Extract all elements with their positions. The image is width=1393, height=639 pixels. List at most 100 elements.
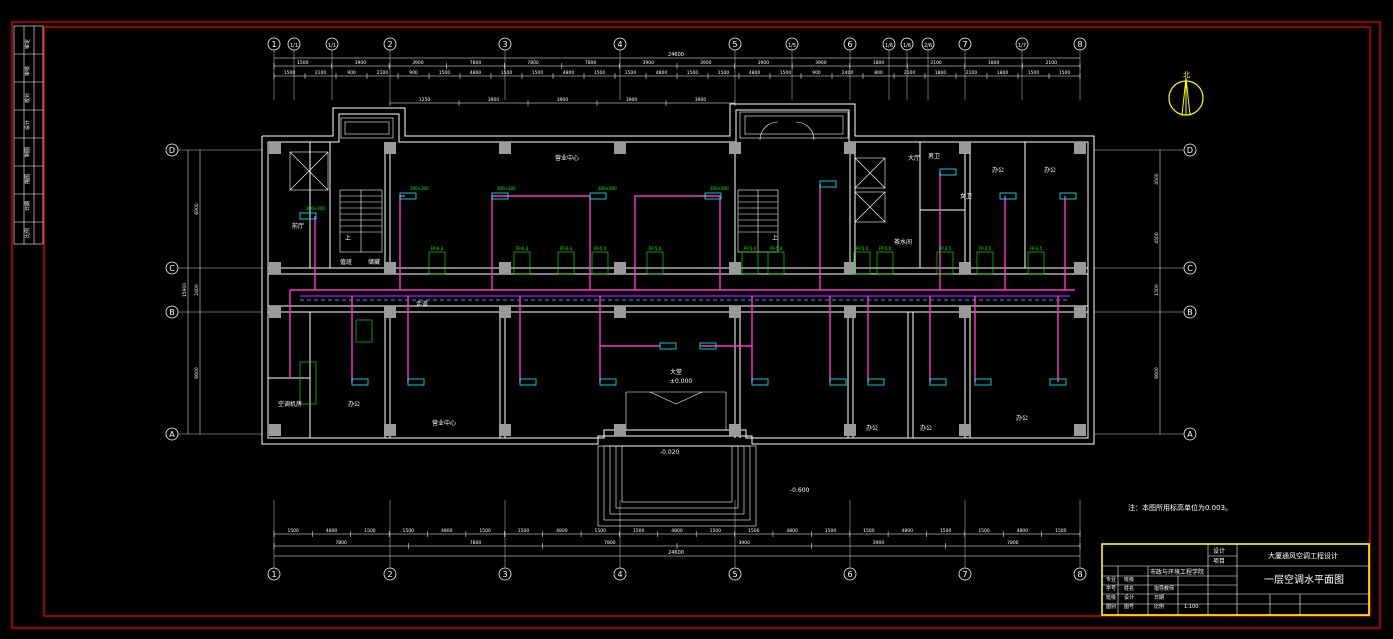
fcu-label: FP-5.0 <box>770 246 783 251</box>
dim-bottom-row1-value: 4800 <box>441 528 453 534</box>
axis-label: 3 <box>502 570 507 579</box>
room-storage: 储藏 <box>368 258 380 266</box>
hvac-piping <box>289 172 1075 382</box>
dim-bottom-row2-value: 7800 <box>470 540 482 546</box>
north-arrow-icon: 北 <box>1168 71 1204 116</box>
column <box>614 424 626 436</box>
column <box>959 306 971 318</box>
axis-label: 6 <box>847 40 852 49</box>
fcu-label: FP-6.3 <box>560 246 573 251</box>
north-label: 北 <box>1183 71 1190 79</box>
axis-label: 1 <box>271 570 276 579</box>
fcu-label: FP-5.0 <box>856 246 869 251</box>
dim-top-row2-value: 1500 <box>718 70 730 76</box>
diffuser-box <box>974 378 992 386</box>
axis-label: 5 <box>732 570 737 579</box>
diffuser-box <box>939 168 957 176</box>
axis-label: A <box>1187 430 1193 439</box>
title-school: 市政与环境工程学院 <box>1150 568 1204 576</box>
dim-top-row2-value: 1500 <box>594 70 606 76</box>
dim-bottom-row2-value: 7800 <box>335 540 347 546</box>
column <box>844 142 856 154</box>
dim-inner-value: 3900 <box>626 97 638 103</box>
axis-label: 8 <box>1077 570 1082 579</box>
dim-top-row2-value: 1800 <box>997 70 1009 76</box>
column <box>844 306 856 318</box>
column <box>844 262 856 274</box>
column <box>729 262 741 274</box>
diffuser-box <box>589 192 607 200</box>
axis-label: 3 <box>502 40 507 49</box>
axis-label: 1/1 <box>290 43 298 49</box>
dim-bottom-row1-value: 4800 <box>556 528 568 534</box>
diffuser-box <box>929 378 947 386</box>
diffuser-box <box>519 378 537 386</box>
column <box>384 262 396 274</box>
dim-right-value: 4500 <box>1154 173 1160 185</box>
building-walls <box>261 103 1095 445</box>
sidebar-label: 比例 <box>24 228 31 238</box>
dim-top-row2-value: 2100 <box>315 70 327 76</box>
stairs <box>289 151 886 253</box>
room-office-a: 办公 <box>348 400 360 408</box>
dim-top-row2-value: 900 <box>409 70 418 76</box>
title-design-label: 设计 <box>1213 547 1225 555</box>
axis-label: B <box>1187 308 1193 317</box>
diffuser-box <box>299 212 317 220</box>
room-corridor: 走道 <box>416 300 428 308</box>
room-office-d: 办公 <box>1016 414 1028 422</box>
room-office-bottom: 营业中心 <box>432 419 456 427</box>
entrance-steps-top <box>340 111 849 141</box>
dim-top-row2-value: 1500 <box>284 70 296 76</box>
dim-bottom-row1-value: 1500 <box>863 528 875 534</box>
diffuser-box <box>1049 378 1067 386</box>
title-cell: 姓名 <box>1124 585 1134 592</box>
fcu-box <box>976 251 994 275</box>
fcu-box <box>936 251 954 275</box>
title-cell: 指导教师 <box>1154 585 1174 592</box>
dim-top-row2-value: 2400 <box>842 70 854 76</box>
fcu-box <box>767 251 785 275</box>
dim-top-row2-value: 2100 <box>377 70 389 76</box>
diffuser-box <box>351 378 369 386</box>
dim-top-row2-value: 1500 <box>501 70 513 76</box>
column <box>959 262 971 274</box>
axis-label: 4 <box>617 40 622 49</box>
column <box>499 262 511 274</box>
dim-top-row2-value: 1500 <box>532 70 544 76</box>
fcu-box <box>557 251 575 275</box>
diffuser-box <box>1059 192 1077 200</box>
dim-top-row2-value: 900 <box>347 70 356 76</box>
dim-inner-value: 3900 <box>695 97 707 103</box>
title-cell: 专业 <box>1106 576 1116 583</box>
axis-label: 1/6 <box>885 43 893 49</box>
diffuser-box <box>407 378 425 386</box>
room-outdoor-level: -0.600 <box>790 487 810 494</box>
diffuser-box <box>699 342 717 350</box>
diffuser-label: 300×300 <box>497 186 516 191</box>
column <box>729 424 741 436</box>
column <box>614 306 626 318</box>
column <box>729 306 741 318</box>
axis-label: B <box>169 308 175 317</box>
room-hall: 大厅 <box>908 154 920 162</box>
entrance-steps-bottom <box>597 391 757 527</box>
column <box>614 142 626 154</box>
dim-top-row2-value: 1500 <box>1028 70 1040 76</box>
dim-top-row1-value: 1800 <box>988 60 1000 66</box>
axis-label: 5 <box>732 40 737 49</box>
dim-top-row2-value: 4800 <box>656 70 668 76</box>
dim-top-row2-value: 1500 <box>687 70 699 76</box>
room-lobby: 大堂 <box>670 368 682 376</box>
room-office-e: 办公 <box>992 166 1004 174</box>
diffuser-box <box>659 342 677 350</box>
fcu-label: FP-6.3 <box>516 246 529 251</box>
column <box>844 424 856 436</box>
axis-label: 6 <box>847 570 852 579</box>
fcu-box <box>853 251 871 275</box>
dim-bottom-row1-value: 1500 <box>518 528 530 534</box>
room-entrance-level: -0.020 <box>660 449 680 456</box>
